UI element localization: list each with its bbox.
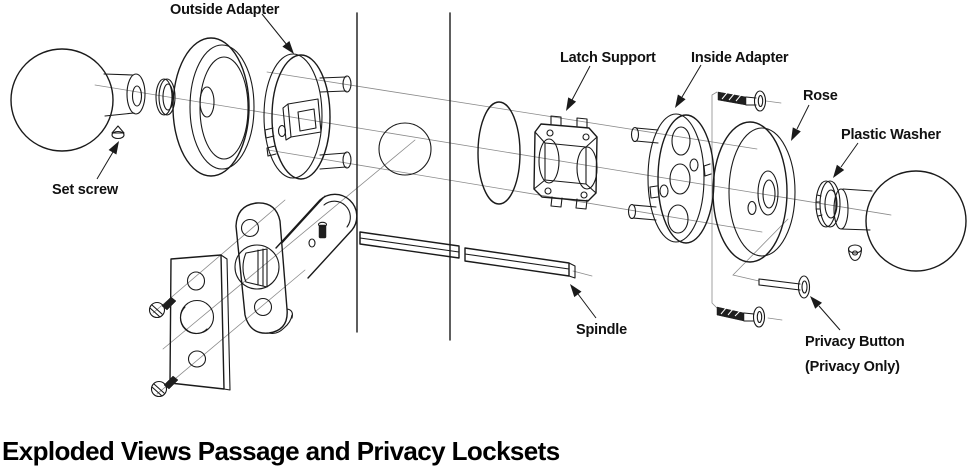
outside-adapter (263, 53, 352, 180)
set-screw-right (847, 244, 863, 262)
axis-lines (94, 71, 892, 395)
label-inside-adapter: Inside Adapter (691, 50, 789, 66)
latch-support (533, 115, 598, 210)
leader-arrows (96, 13, 859, 331)
latch-faceplate (234, 202, 293, 334)
set-screw (111, 125, 125, 140)
label-privacy-only: (Privacy Only) (805, 359, 900, 375)
mounting-screw-bottom (716, 306, 766, 328)
latch-body (275, 193, 358, 279)
strike-plate (169, 254, 231, 391)
label-spindle: Spindle (576, 322, 627, 338)
mounting-screw-top (717, 90, 767, 112)
spindle (359, 231, 576, 279)
label-privacy-button: Privacy Button (805, 334, 905, 350)
inside-rose (712, 121, 796, 263)
arrow-latch-support (566, 65, 591, 111)
label-outside-adapter: Outside Adapter (170, 2, 280, 18)
outside-knob (10, 48, 146, 152)
plastic-washer (815, 180, 841, 228)
label-rose: Rose (803, 88, 838, 104)
strike-screw-top (148, 296, 177, 319)
knob-washer (155, 78, 176, 116)
arrow-plastic-washer (833, 142, 859, 178)
strike-screw-bottom (150, 375, 179, 398)
label-latch-support: Latch Support (560, 50, 656, 66)
inside-knob (833, 170, 967, 272)
arrow-outside-adapter (261, 13, 294, 54)
arrow-rose (791, 104, 810, 141)
arrow-inside-adapter (675, 64, 702, 108)
label-plastic-washer: Plastic Washer (841, 127, 941, 143)
outside-rose (172, 37, 255, 177)
privacy-button-pin (758, 275, 811, 299)
inside-adapter (627, 113, 715, 244)
diagram-title: Exploded Views Passage and Privacy Locks… (2, 436, 560, 466)
arrow-spindle (570, 284, 597, 319)
label-set-screw: Set screw (52, 182, 119, 198)
arrow-privacy-button (810, 296, 841, 331)
door-section (356, 12, 521, 341)
arrow-set-screw (96, 141, 119, 180)
part-labels: Outside Adapter Set screw Latch Support … (52, 2, 942, 375)
